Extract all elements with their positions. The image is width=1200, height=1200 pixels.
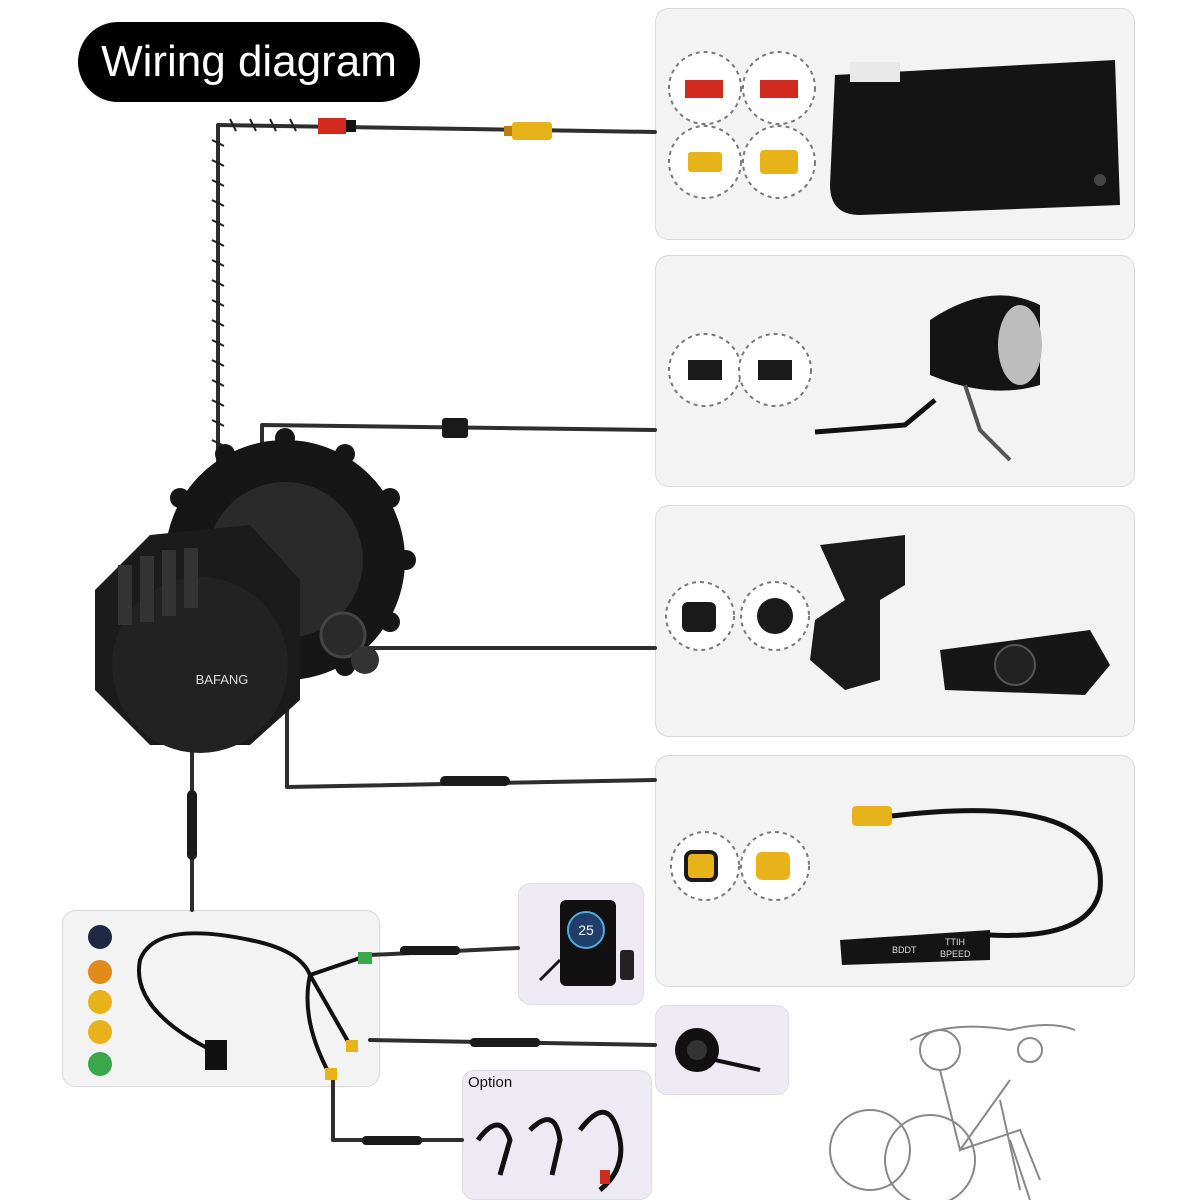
speed-plug-1 [684, 850, 718, 882]
speed-sensor-label-top: TTIH [945, 937, 965, 947]
harness-green-plug [358, 952, 372, 964]
harness-yellow-plug-1 [346, 1040, 358, 1052]
speed-sensor-label-side: BDDT [892, 945, 917, 955]
harness-end-plug [205, 1040, 227, 1070]
harness-connector-column [88, 925, 112, 1076]
lcd-display: 25 [538, 900, 634, 986]
speed-sensor: TTIH BPEED BDDT [840, 806, 1103, 965]
xt60-female [760, 150, 798, 174]
harness-yellow-plug-2 [325, 1068, 337, 1080]
motor-brand: BAFANG [196, 672, 249, 687]
battery-connector-thumbs [668, 51, 816, 199]
cable-speed-sensor [285, 698, 657, 789]
anderson-connector-1 [685, 80, 723, 98]
headlight [814, 295, 1042, 462]
diagram-title: Wiring diagram [78, 22, 420, 102]
thumb-throttle [810, 535, 905, 690]
throttle-connector-large [940, 630, 1110, 695]
anderson-connector-2 [760, 80, 798, 98]
inline-connector-display [400, 946, 460, 955]
throttle-plug-2 [757, 598, 793, 634]
cable-brake [331, 1073, 464, 1142]
inline-connector-speed [440, 776, 510, 786]
brake-red-plug [600, 1170, 610, 1184]
option-label: Option [468, 1074, 513, 1091]
battery-pack [830, 60, 1120, 215]
brake-levers [475, 1109, 624, 1192]
speed-sensor-label-bottom: BPEED [940, 949, 971, 959]
throttle-plug-1 [682, 602, 716, 632]
motor-cover [112, 577, 288, 753]
inline-connector-brake [362, 1136, 422, 1145]
inline-connector-xt60 [504, 122, 552, 140]
eb-bus-harness [136, 931, 361, 1076]
crank-axle [319, 611, 379, 674]
headlight-plug-2 [758, 360, 792, 380]
inline-connector-harness [187, 790, 197, 860]
bike-line-sketch [829, 1024, 1076, 1200]
cable-battery [216, 123, 657, 472]
xt60-male [688, 152, 722, 172]
handlebar-remote [675, 1028, 761, 1072]
display-speed: 25 [578, 922, 594, 938]
mid-drive-motor: BAFANG [95, 428, 416, 753]
cable-sleeve [211, 118, 297, 447]
headlight-plug-1 [688, 360, 722, 380]
speed-plug-2 [756, 852, 790, 880]
inline-connector-red [318, 118, 356, 134]
cooling-fins [118, 548, 198, 625]
inline-connector-remote [470, 1038, 540, 1047]
inline-connector-headlight [442, 418, 468, 438]
